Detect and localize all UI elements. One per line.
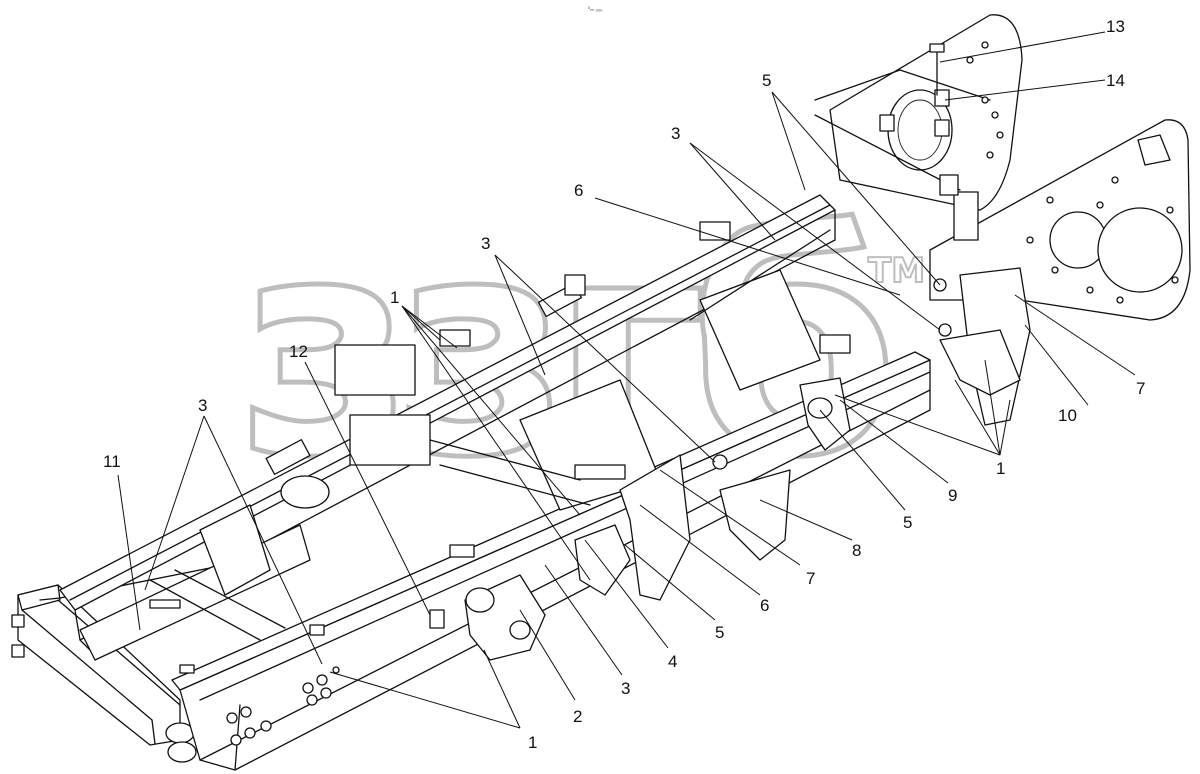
- callout-4: 4: [668, 652, 677, 671]
- callout-5-right: 5: [903, 513, 912, 532]
- callout-3-center: 3: [481, 234, 490, 253]
- callout-7-right: 7: [1136, 379, 1145, 398]
- callout-3-top: 3: [671, 124, 680, 143]
- watermark-trademark: TM: [868, 251, 925, 291]
- callout-1-top: 1: [390, 288, 399, 307]
- callout-1-right: 1: [996, 459, 1005, 478]
- callout-12: 12: [289, 342, 308, 361]
- callout-14: 14: [1106, 71, 1125, 90]
- callout-5-bottom: 5: [715, 623, 724, 642]
- callout-3-left: 3: [198, 396, 207, 415]
- callout-7-center: 7: [806, 569, 815, 588]
- callout-5-top: 5: [762, 71, 771, 90]
- callout-13: 13: [1106, 17, 1125, 36]
- callout-11: 11: [103, 452, 121, 471]
- callout-9: 9: [948, 486, 957, 505]
- callout-2: 2: [573, 707, 582, 726]
- front-plate-holes: [966, 41, 1179, 304]
- callout-3-bottom: 3: [621, 679, 630, 698]
- near-side-rail: [171, 351, 931, 771]
- callout-labels: 1 1 1 2 3 3 3 3 4 5 5 5 6 6 7 7 8 9 10 1…: [103, 17, 1145, 752]
- far-side-rail: [59, 194, 836, 651]
- top-mark: ºₘ ₒₒₒ: [588, 6, 603, 13]
- callout-10: 10: [1058, 406, 1077, 425]
- leader-lines: [117, 31, 1136, 729]
- callout-6-bottom: 6: [760, 596, 769, 615]
- suspension-brackets: [464, 267, 1031, 661]
- frame-details: [149, 334, 851, 674]
- front-mount-plates: [814, 14, 1191, 321]
- rear-bumper-crossmember: [11, 559, 251, 763]
- callout-1-bottom: 1: [528, 733, 537, 752]
- callout-6-top: 6: [574, 181, 583, 200]
- rear-bolt-cluster: [226, 666, 340, 746]
- callout-8: 8: [852, 541, 861, 560]
